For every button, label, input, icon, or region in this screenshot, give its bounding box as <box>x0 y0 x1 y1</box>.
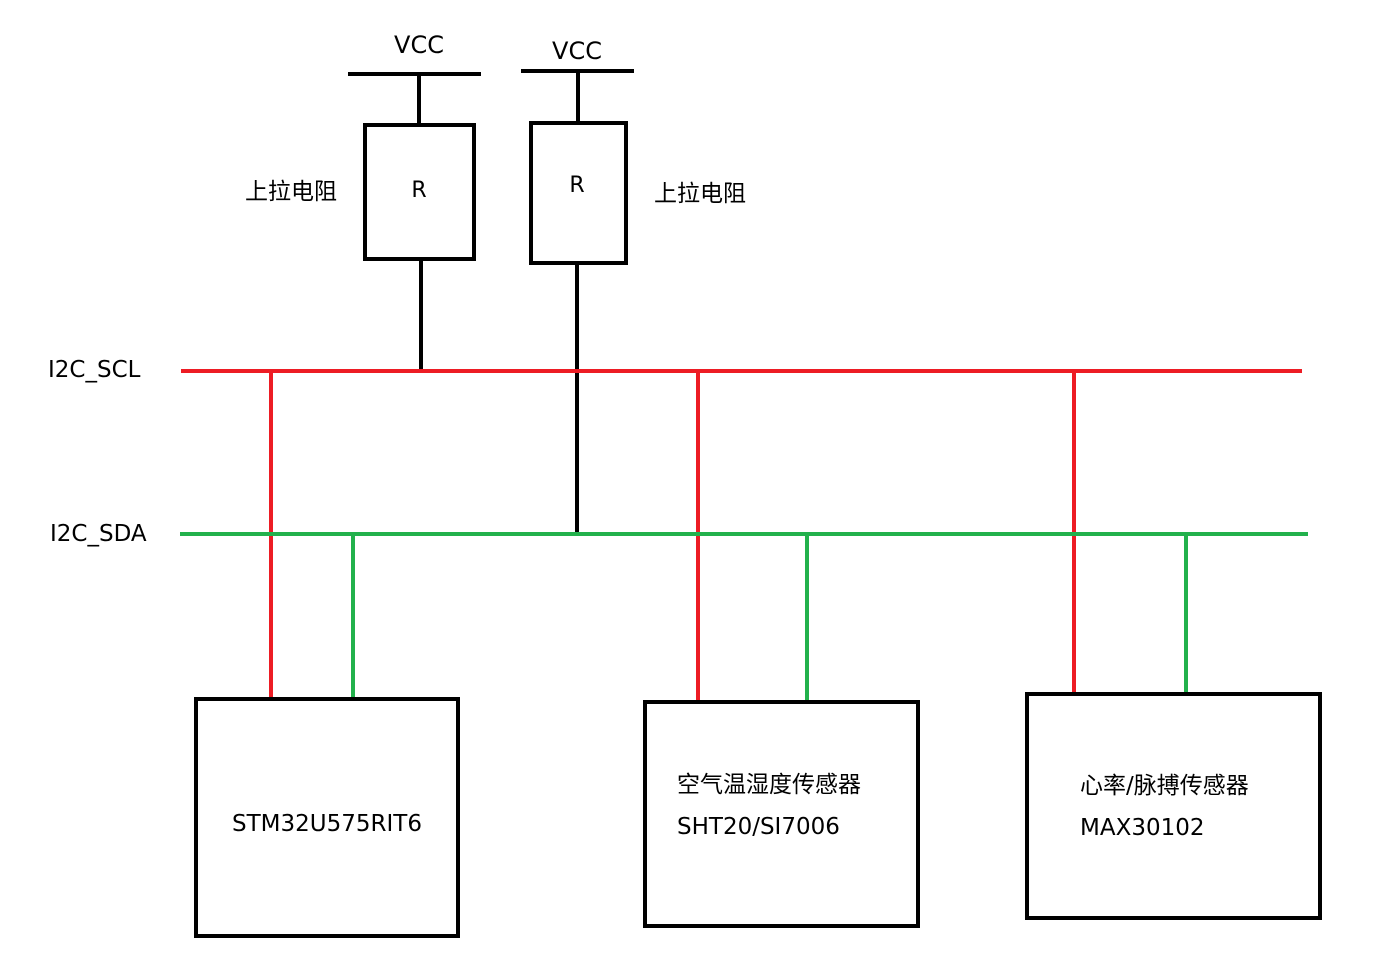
device-temp-humidity-title: 空气温湿度传感器 <box>677 772 861 798</box>
sda-bus-label: I2C_SDA <box>50 521 147 547</box>
vcc-label-left: VCC <box>394 31 444 59</box>
device-temp-humidity-model: SHT20/SI7006 <box>677 814 840 840</box>
device-mcu <box>194 697 460 938</box>
resistor-left <box>363 123 476 261</box>
device-heart-rate-model: MAX30102 <box>1080 815 1205 841</box>
device-temp-humidity-sensor <box>643 700 920 928</box>
resistor-right-caption: 上拉电阻 <box>654 181 746 207</box>
resistor-left-symbol: R <box>411 178 426 203</box>
device-heart-rate-title: 心率/脉搏传感器 <box>1080 773 1249 799</box>
device-mcu-label: STM32U575RIT6 <box>232 811 422 837</box>
resistor-left-caption: 上拉电阻 <box>245 179 337 205</box>
vcc-label-right: VCC <box>552 37 602 65</box>
resistor-right-symbol: R <box>569 173 584 198</box>
device-heart-rate-sensor <box>1025 692 1322 920</box>
scl-bus-label: I2C_SCL <box>48 357 141 383</box>
